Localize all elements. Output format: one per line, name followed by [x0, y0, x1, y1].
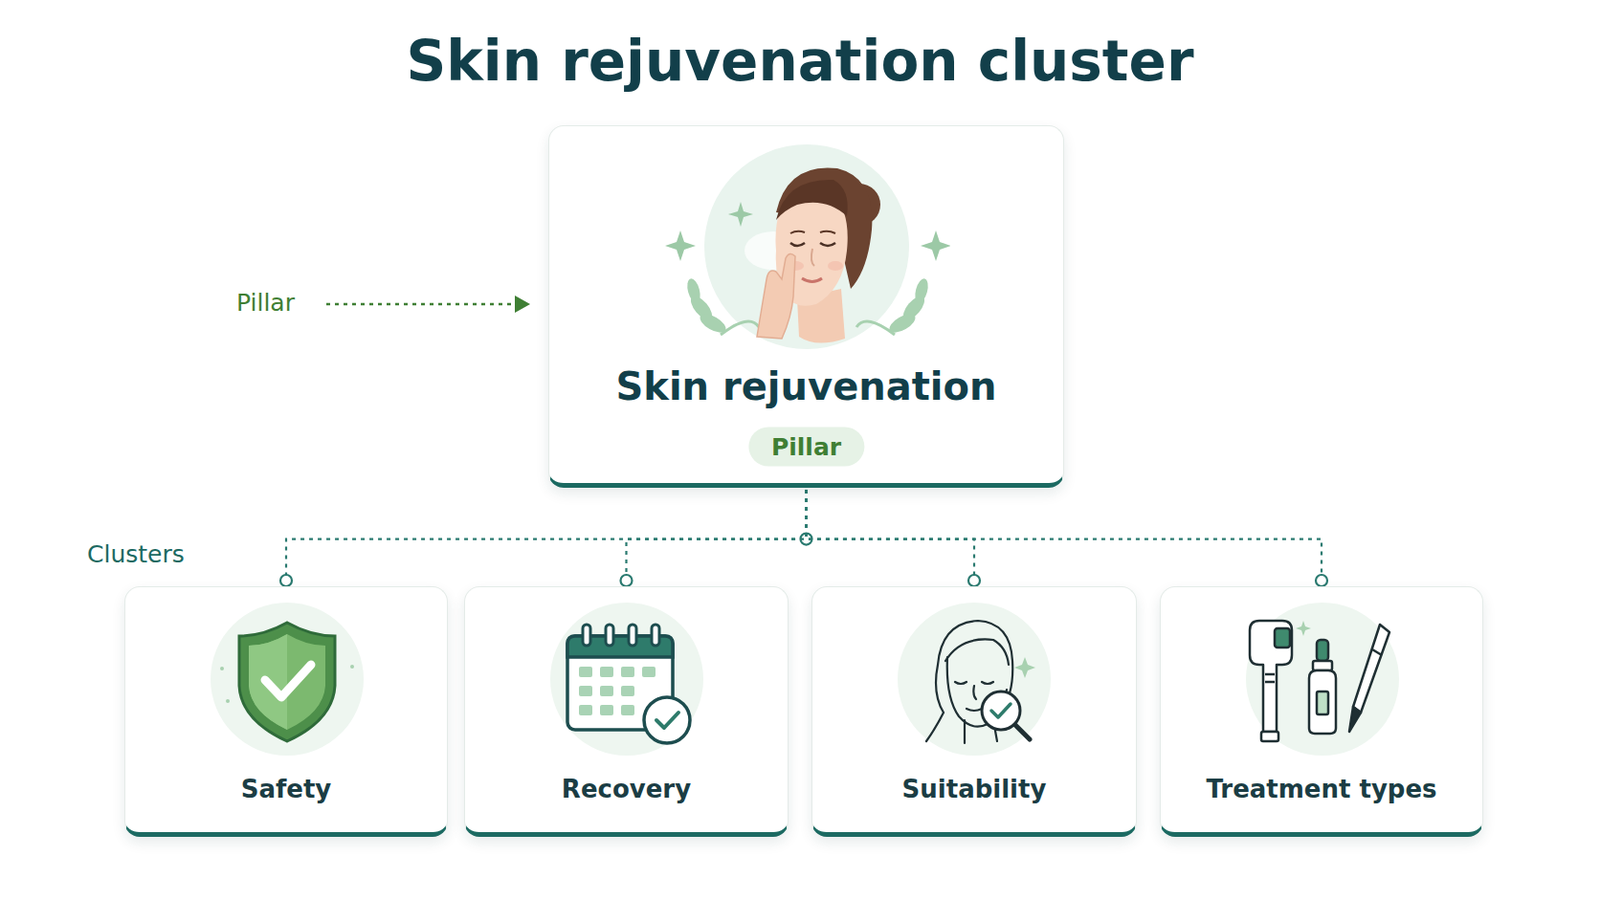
pillar-card: Skin rejuvenationPillar: [548, 125, 1065, 489]
group-label: Clusters: [87, 540, 185, 569]
end-dot: [280, 575, 292, 587]
cluster-title: Suitability: [812, 775, 1136, 804]
end-dot: [1315, 575, 1328, 587]
leader-line: [326, 303, 519, 307]
tree-connector: [806, 489, 976, 578]
tree-connector: [286, 489, 807, 578]
cluster-title: Safety: [125, 775, 447, 804]
cluster-title: Treatment types: [1160, 775, 1483, 804]
pillar-title: Skin rejuvenation: [549, 364, 1064, 409]
cluster-card: Treatment types: [1159, 586, 1484, 838]
cluster-title: Recovery: [465, 775, 788, 804]
face-illustration: [663, 135, 951, 358]
cluster-card: Recovery: [464, 586, 789, 838]
cluster-card: Suitability: [811, 586, 1137, 838]
connector-line: [806, 489, 1323, 578]
connector-line: [806, 489, 976, 578]
tree-connector: [806, 489, 1323, 578]
devices-icon: [1236, 598, 1409, 761]
tree-connector: [626, 489, 807, 578]
arrow-head: [514, 295, 531, 313]
pointer-label: Pillar: [236, 288, 295, 317]
connector-line: [626, 489, 807, 578]
connector-line: [286, 489, 807, 578]
diagram-title: Skin rejuvenation cluster: [0, 28, 1600, 94]
end-dot: [968, 575, 980, 587]
calendar-icon: [540, 598, 713, 761]
end-dot: [621, 575, 633, 587]
face-check-icon: [888, 598, 1061, 761]
pillar-badge: Pillar: [748, 427, 865, 467]
shield-icon: [200, 598, 374, 761]
cluster-card: Safety: [124, 586, 448, 838]
